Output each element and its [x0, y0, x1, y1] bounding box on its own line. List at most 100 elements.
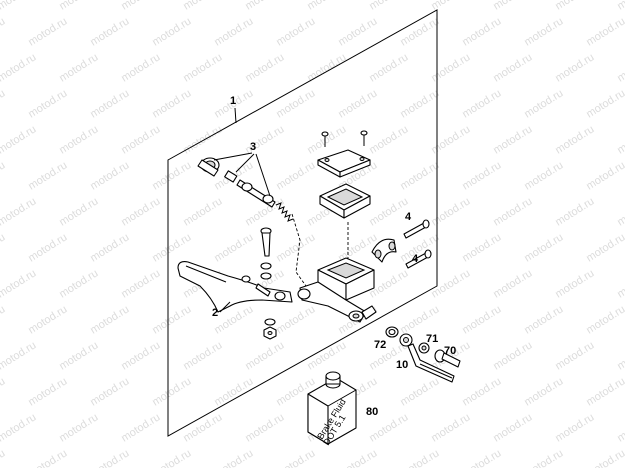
watermark-text: motod.ru: [119, 267, 162, 300]
watermark-text: motod.ru: [26, 159, 69, 192]
master-cylinder-icon: [297, 257, 377, 323]
watermark-text: motod.ru: [522, 447, 565, 468]
lever-hardware-icon: [241, 262, 277, 340]
washer-72-icon: [385, 326, 399, 338]
watermark-text: motod.ru: [57, 51, 100, 84]
watermark-text: motod.ru: [181, 0, 224, 13]
watermark-text: motod.ru: [0, 0, 38, 13]
watermark-text: motod.ru: [522, 375, 565, 408]
watermark-text: motod.ru: [150, 303, 193, 336]
watermark-text: motod.ru: [26, 87, 69, 120]
watermark-text: motod.ru: [212, 231, 255, 264]
watermark-text: motod.ru: [460, 303, 503, 336]
watermark-text: motod.ru: [615, 195, 625, 228]
reservoir-cap-icon: [317, 149, 371, 178]
watermark-text: motod.ru: [57, 123, 100, 156]
callout-washer-72: 72: [374, 339, 386, 351]
watermark-text: motod.ru: [243, 51, 286, 84]
watermark-text: motod.ru: [181, 51, 224, 84]
watermark-text: motod.ru: [336, 15, 379, 48]
watermark-text: motod.ru: [274, 15, 317, 48]
watermark-text: motod.ru: [460, 159, 503, 192]
watermark-text: motod.ru: [212, 15, 255, 48]
watermark-text: motod.ru: [119, 339, 162, 372]
watermark-text: motod.ru: [553, 51, 596, 84]
watermark-text: motod.ru: [150, 231, 193, 264]
watermark-text: motod.ru: [584, 303, 625, 336]
pivot-bolt-icon: [260, 227, 272, 257]
watermark-text: motod.ru: [491, 267, 534, 300]
watermark-text: motod.ru: [119, 123, 162, 156]
watermark-text: motod.ru: [57, 195, 100, 228]
watermark-text: motod.ru: [57, 411, 100, 444]
leader-piston-kit-a: [213, 152, 253, 161]
watermark-text: motod.ru: [26, 447, 69, 468]
watermark-text: motod.ru: [460, 231, 503, 264]
watermark-text: motod.ru: [57, 0, 100, 13]
watermark-text: motod.ru: [336, 87, 379, 120]
watermark-text: motod.ru: [336, 447, 379, 468]
callout-piston-kit: 3: [250, 141, 256, 153]
watermark-text: motod.ru: [0, 231, 7, 264]
clamp-screw-lower-icon: [405, 249, 432, 269]
watermark-text: motod.ru: [553, 267, 596, 300]
watermark-text: motod.ru: [181, 195, 224, 228]
watermark-text: motod.ru: [584, 159, 625, 192]
watermark-text: motod.ru: [553, 0, 596, 13]
watermark-text: motod.ru: [615, 51, 625, 84]
watermark-text: motod.ru: [522, 159, 565, 192]
watermark-text: motod.ru: [88, 159, 131, 192]
watermark-text: motod.ru: [88, 231, 131, 264]
watermark-text: motod.ru: [584, 15, 625, 48]
watermark-text: motod.ru: [0, 15, 7, 48]
handlebar-clamp-icon: [371, 238, 397, 263]
watermark-text: motod.ru: [429, 51, 472, 84]
bolt-70-icon: [434, 349, 461, 368]
assembly-frame: [167, 9, 438, 437]
watermark-text: motod.ru: [212, 447, 255, 468]
watermark-text: motod.ru: [615, 339, 625, 372]
watermark-text: motod.ru: [274, 231, 317, 264]
watermark-text: motod.ru: [119, 411, 162, 444]
watermark-text: motod.ru: [615, 411, 625, 444]
watermark-text: motod.ru: [491, 339, 534, 372]
watermark-text: motod.ru: [522, 15, 565, 48]
watermark-text: motod.ru: [57, 267, 100, 300]
leader-piston-kit-c: [255, 153, 271, 197]
watermark-text: motod.ru: [305, 0, 348, 13]
washer-71-icon: [418, 342, 430, 354]
watermark-text: motod.ru: [522, 87, 565, 120]
watermark-text: motod.ru: [367, 0, 410, 13]
watermark-text: motod.ru: [88, 87, 131, 120]
watermark-text: motod.ru: [553, 123, 596, 156]
watermark-text: motod.ru: [367, 195, 410, 228]
watermark-text: motod.ru: [584, 447, 625, 468]
watermark-text: motod.ru: [398, 375, 441, 408]
watermark-text: motod.ru: [0, 411, 38, 444]
watermark-text: motod.ru: [26, 15, 69, 48]
watermark-text: motod.ru: [491, 411, 534, 444]
watermark-text: motod.ru: [491, 51, 534, 84]
watermark-text: motod.ru: [88, 303, 131, 336]
callout-washer-71: 71: [426, 333, 438, 345]
watermark-text: motod.ru: [26, 231, 69, 264]
clamp-screw-upper-icon: [403, 219, 430, 239]
leader-lever: [219, 301, 231, 313]
watermark-text: motod.ru: [584, 375, 625, 408]
watermark-text: motod.ru: [57, 339, 100, 372]
watermark-text: motod.ru: [367, 123, 410, 156]
watermark-text: motod.ru: [243, 0, 286, 13]
watermark-text: motod.ru: [0, 195, 38, 228]
watermark-text: motod.ru: [119, 0, 162, 13]
watermark-text: motod.ru: [553, 339, 596, 372]
piston-kit-icon: [197, 157, 294, 222]
diaphragm-icon: [319, 183, 371, 219]
watermark-text: motod.ru: [181, 123, 224, 156]
callout-bolt-70: 70: [444, 345, 456, 357]
watermark-text: motod.ru: [491, 0, 534, 13]
watermark-text: motod.ru: [398, 159, 441, 192]
watermark-text: motod.ru: [429, 267, 472, 300]
watermark-text: motod.ru: [491, 123, 534, 156]
watermark-text: motod.ru: [181, 339, 224, 372]
